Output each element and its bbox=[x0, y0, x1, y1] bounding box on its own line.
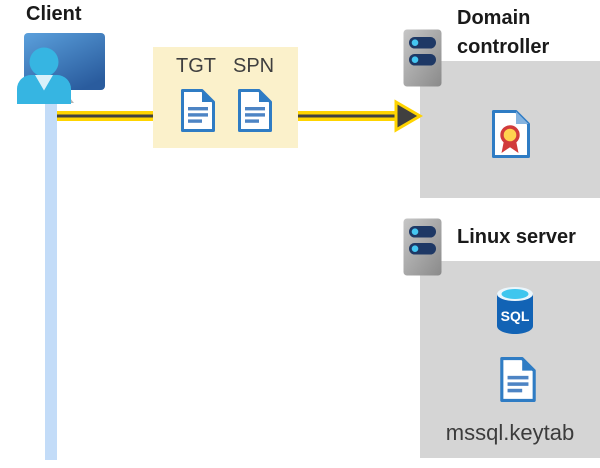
linux-server-icon bbox=[403, 218, 442, 276]
sql-text: SQL bbox=[501, 308, 530, 324]
client-label: Client bbox=[26, 3, 82, 25]
tgt-document-icon bbox=[180, 88, 216, 133]
sql-database-icon: SQL bbox=[497, 287, 533, 334]
client-timeline-line bbox=[45, 96, 57, 460]
linux-server-label: Linux server bbox=[457, 226, 576, 248]
arrowhead-icon bbox=[394, 99, 423, 133]
tgt-label: TGT bbox=[176, 55, 216, 77]
certificate-icon bbox=[492, 110, 530, 158]
person-icon bbox=[17, 47, 71, 104]
credentials-box: TGT SPN bbox=[153, 47, 298, 148]
spn-document-icon bbox=[237, 88, 273, 133]
keytab-document-icon bbox=[499, 356, 537, 403]
domain-controller-server-icon bbox=[403, 29, 442, 87]
spn-label: SPN bbox=[233, 55, 275, 77]
domain-controller-label: Domain controller bbox=[457, 7, 550, 58]
client-icon bbox=[17, 33, 105, 104]
keytab-filename-label: mssql.keytab bbox=[445, 420, 575, 445]
